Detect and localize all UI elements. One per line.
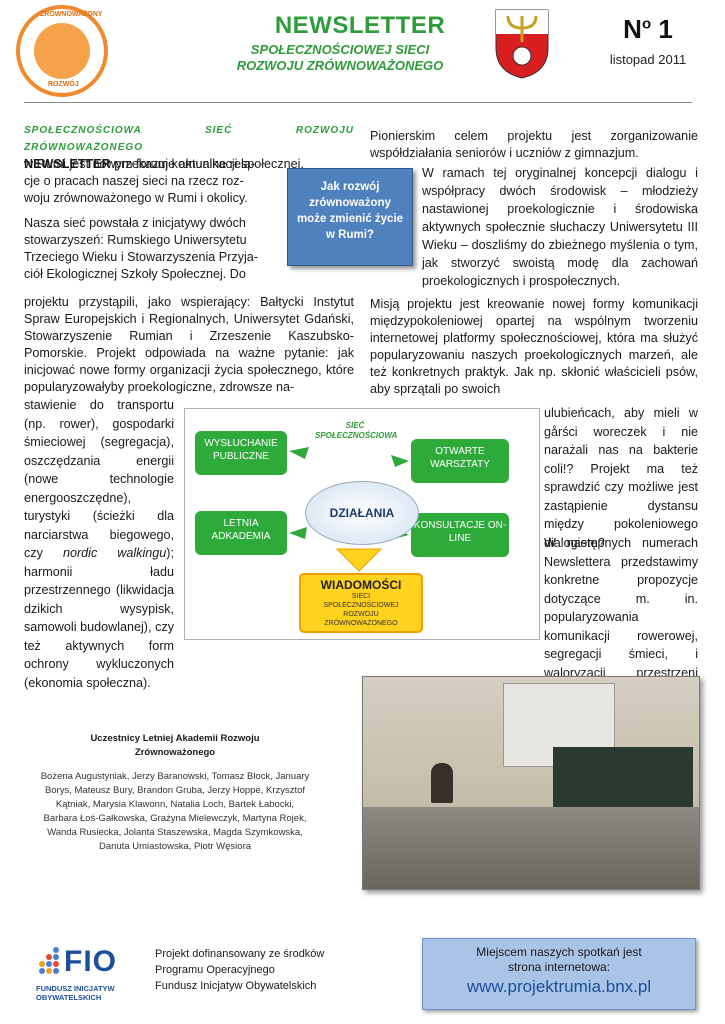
left-column-intro: NEWSLETTER przekazuje aktualne rela- cje… — [24, 156, 272, 283]
text-span: ); harmonii ładu przestrzennego (likwida… — [24, 546, 174, 690]
fio-small-text: FUNDUSZ INICJATYW OBYWATELSKICH — [36, 984, 136, 1002]
box-public-hearing: WYSŁUCHANIE PUBLICZNE — [195, 431, 287, 475]
logo-bottom-text: ROZWÓJ — [48, 81, 79, 88]
box-summer-academy: LETNIA ADKADEMIA — [195, 511, 287, 555]
paragraph-line: woju zrównoważonego w Rumi i okolicy. — [24, 191, 248, 205]
speaker-figure — [431, 763, 453, 803]
fio-logo: FIO FUNDUSZ INICJATYW OBYWATELSKICH — [36, 944, 136, 1006]
paragraph-line: stowarzyszeń: Rumskiego Uniwersytetu — [24, 233, 247, 247]
text-span: przekazuje aktualne rela- — [110, 157, 255, 171]
issue-prefix: N — [623, 14, 642, 44]
right-column-p1: Pionierskim celem projektu jest zorganiz… — [370, 129, 698, 160]
right-column-p2: W ramach tej oryginalnej koncepcji dialo… — [422, 166, 698, 288]
funding-line: Projekt dofinansowany ze środków — [155, 948, 325, 960]
website-link[interactable]: www.projektrumia.bnx.pl — [466, 977, 652, 996]
photo-caption-title: Uczestnicy Letniej Akademii Rozwoju Zrów… — [90, 733, 260, 758]
issue-sup: o — [641, 15, 652, 33]
activities-diagram: SIEĆ SPOŁECZNOŚCIOWA WYSŁUCHANIE PUBLICZ… — [184, 408, 540, 640]
issue-date: listopad 2011 — [609, 52, 687, 67]
newsletter-bold: NEWSLETTER — [24, 157, 111, 171]
paragraph-line: Trzeciego Wieku i Stowarzyszenia Przyja- — [24, 250, 258, 264]
issue-number-value: 1 — [651, 14, 673, 44]
thumbs-up-icon — [34, 23, 90, 79]
logo-top-text: ZRÓWNOWAŻONY — [40, 11, 103, 18]
fio-line: OBYWATELSKICH — [36, 993, 102, 1002]
fio-line: FUNDUSZ INICJATYW — [36, 984, 115, 993]
news-result-box: WIADOMOŚCI SIECI SPOŁECZNOŚCIOWEJ ROZWOJ… — [299, 573, 423, 633]
callout-box: Jak rozwój zrównoważony może zmienić życ… — [287, 168, 413, 266]
paragraph-line: Nasza sieć powstała z inicjatywy dwóch — [24, 216, 246, 230]
center-activities: DZIAŁANIA — [305, 481, 419, 545]
paragraph-line: cje o pracach naszej sieci na rzecz roz- — [24, 174, 244, 188]
paragraph-line: ciół Ekologicznej Szkoły Społecznej. Do — [24, 267, 246, 281]
text-span: stawienie do transportu (np. rower), gos… — [24, 398, 174, 560]
website-box: Miejscem naszych spotkań jest strona int… — [422, 938, 696, 1010]
funding-line: Fundusz Inicjatyw Obywatelskich — [155, 980, 317, 992]
right-column-p4: W następnych numerach Newslettera przeds… — [544, 536, 698, 698]
fio-dots-icon — [39, 947, 59, 974]
paragraph-line: NEWSLETTER przekazuje aktualne rela- — [24, 156, 272, 173]
diagram-label-line: SIEĆ — [345, 421, 365, 430]
left-column-wide: projektu przystąpili, jako wspierający: … — [24, 295, 354, 394]
diagram-label-line: SPOŁECZNOŚCIOWA — [315, 431, 398, 440]
result-title: WIADOMOŚCI — [320, 578, 402, 592]
funding-line: Programu Operacyjnego — [155, 964, 275, 976]
rumia-coat-of-arms-icon — [495, 9, 549, 79]
paragraph-line: w Rumi jest nowym forum komunikacji społ… — [24, 157, 304, 171]
newsletter-title: NEWSLETTER — [274, 12, 446, 39]
network-logo: ZRÓWNOWAŻONY ROZWÓJ — [16, 5, 108, 97]
subtitle-line: ROZWOJU ZRÓWNOWAŻONEGO — [236, 58, 444, 73]
issue-number: No 1 — [598, 14, 698, 45]
summer-academy-photo — [362, 676, 700, 890]
funding-note: Projekt dofinansowany ze środków Program… — [155, 946, 355, 994]
result-subtitle: SIECI SPOŁECZNOŚCIOWEJ ROZWOJU ZRÓWNOWAŻ… — [323, 593, 399, 627]
participants-names: Bożena Augustyniak, Jerzy Baranowski, To… — [40, 771, 310, 852]
left-column-top: SPOŁECZNOŚCIOWA SIEĆ ROZWOJU ZRÓWNOWAŻON… — [24, 122, 354, 173]
header-divider — [24, 102, 692, 103]
box-online-consultations: KONSULTACJE ON-LINE — [411, 513, 509, 557]
right-column-narrow: ulubieńcach, aby mieli w gårści woreczek… — [544, 406, 698, 550]
section-heading: SPOŁECZNOŚCIOWA SIEĆ ROZWOJU ZRÓWNOWAŻON… — [24, 125, 354, 153]
participants-table — [363, 807, 699, 889]
right-column-p3: Misją projektu jest kreowanie nowej form… — [370, 297, 698, 396]
diagram-network-label: SIEĆ SPOŁECZNOŚCIOWA — [315, 421, 398, 441]
left-column-narrow: stawienie do transportu (np. rower), gos… — [24, 396, 174, 692]
fio-big-text: FIO — [64, 945, 117, 978]
nordic-walking-italic: nordic walkingu — [62, 546, 167, 560]
subtitle-line: SPOŁECZNOŚCIOWEJ SIECI — [250, 42, 430, 57]
website-line: strona internetowa: — [507, 960, 611, 974]
website-line: Miejscem naszych spotkań jest — [476, 945, 642, 959]
blackboard — [553, 747, 693, 807]
newsletter-subtitle: SPOŁECZNOŚCIOWEJ SIECI ROZWOJU ZRÓWNOWAŻ… — [220, 42, 460, 74]
box-open-workshops: OTWARTE WARSZTATY — [411, 439, 509, 483]
